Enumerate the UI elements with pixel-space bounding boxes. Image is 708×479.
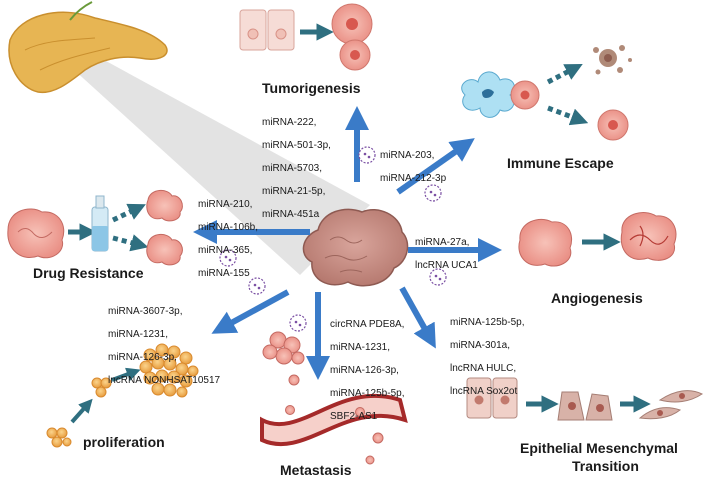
tumor-mass	[302, 208, 409, 287]
mirna-item: miRNA-5703,	[262, 162, 323, 174]
mirna-item: miRNA-365,	[198, 244, 253, 256]
mirna-item: miRNA-222,	[262, 116, 317, 128]
exosome-vesicles	[219, 146, 447, 332]
title-immune-escape: Immune Escape	[507, 155, 614, 171]
title-drug-resistance: Drug Resistance	[33, 265, 144, 281]
mirna-list-angiogenesis: miRNA-27a, lncRNA UCA1	[415, 225, 478, 283]
mirna-item: miRNA-106b,	[198, 221, 259, 233]
projection-beam	[30, 30, 370, 275]
arrow-emt	[399, 286, 436, 349]
title-emt-line2: Transition	[572, 458, 639, 474]
mirna-item: miRNA-212-3p	[380, 172, 447, 184]
mirna-item: miRNA-126-3p,	[330, 364, 399, 376]
mirna-item: miRNA-210,	[198, 198, 253, 210]
drug-resistance-illustration	[7, 190, 183, 266]
arrow-immune-escape	[396, 138, 475, 195]
mirna-list-emt: miRNA-125b-5p, miRNA-301a, lncRNA HULC, …	[450, 305, 524, 409]
mirna-item: miRNA-501-3p,	[262, 139, 331, 151]
metastasis-illustration	[260, 331, 408, 465]
tumorigenesis-illustration	[239, 3, 373, 71]
arrow-proliferation	[211, 289, 290, 334]
mirna-item: lncRNA UCA1	[415, 259, 478, 271]
mirna-list-metastasis: circRNA PDE8A, miRNA-1231, miRNA-126-3p,…	[330, 307, 404, 434]
mirna-item: miRNA-125b-5p,	[330, 387, 405, 399]
emt-illustration	[466, 377, 703, 421]
mirna-item: miRNA-126-3p,	[108, 351, 177, 363]
mirna-item: miRNA-451a	[262, 208, 320, 220]
mirna-item: miRNA-203,	[380, 149, 435, 161]
signal-arrows	[193, 106, 502, 380]
pancreas-illustration	[8, 1, 168, 94]
mirna-list-tumorigenesis: miRNA-222, miRNA-501-3p, miRNA-5703, miR…	[262, 105, 331, 232]
mirna-item: miRNA-27a,	[415, 236, 470, 248]
mirna-list-proliferation: miRNA-3607-3p, miRNA-1231, miRNA-126-3p,…	[108, 294, 220, 398]
mirna-item: lncRNA NONHSAT10517	[108, 374, 221, 386]
mirna-item: miRNA-1231,	[330, 341, 391, 353]
mirna-item: lncRNA HULC,	[450, 362, 517, 374]
angiogenesis-illustration	[518, 212, 677, 267]
mirna-item: miRNA-1231,	[108, 328, 169, 340]
mirna-list-drug-resistance: miRNA-210, miRNA-106b, miRNA-365, miRNA-…	[198, 187, 258, 291]
mirna-item: SBF2-AS1	[330, 410, 378, 422]
mirna-item: circRNA PDE8A,	[330, 318, 405, 330]
immune-escape-illustration	[461, 45, 632, 141]
mirna-item: miRNA-125b-5p,	[450, 316, 525, 328]
mirna-item: miRNA-3607-3p,	[108, 305, 183, 317]
mirna-item: lncRNA Sox2ot	[450, 385, 518, 397]
title-emt-line1: Epithelial Mesenchymal	[520, 440, 678, 456]
mirna-item: miRNA-301a,	[450, 339, 511, 351]
proliferation-illustration	[46, 343, 199, 448]
title-proliferation: proliferation	[83, 434, 165, 450]
mirna-item: miRNA-155	[198, 267, 250, 279]
title-tumorigenesis: Tumorigenesis	[262, 80, 361, 96]
title-angiogenesis: Angiogenesis	[551, 290, 643, 306]
mirna-list-immune-escape: miRNA-203, miRNA-212-3p	[380, 138, 446, 196]
title-metastasis: Metastasis	[280, 462, 352, 478]
mirna-item: miRNA-21-5p,	[262, 185, 326, 197]
